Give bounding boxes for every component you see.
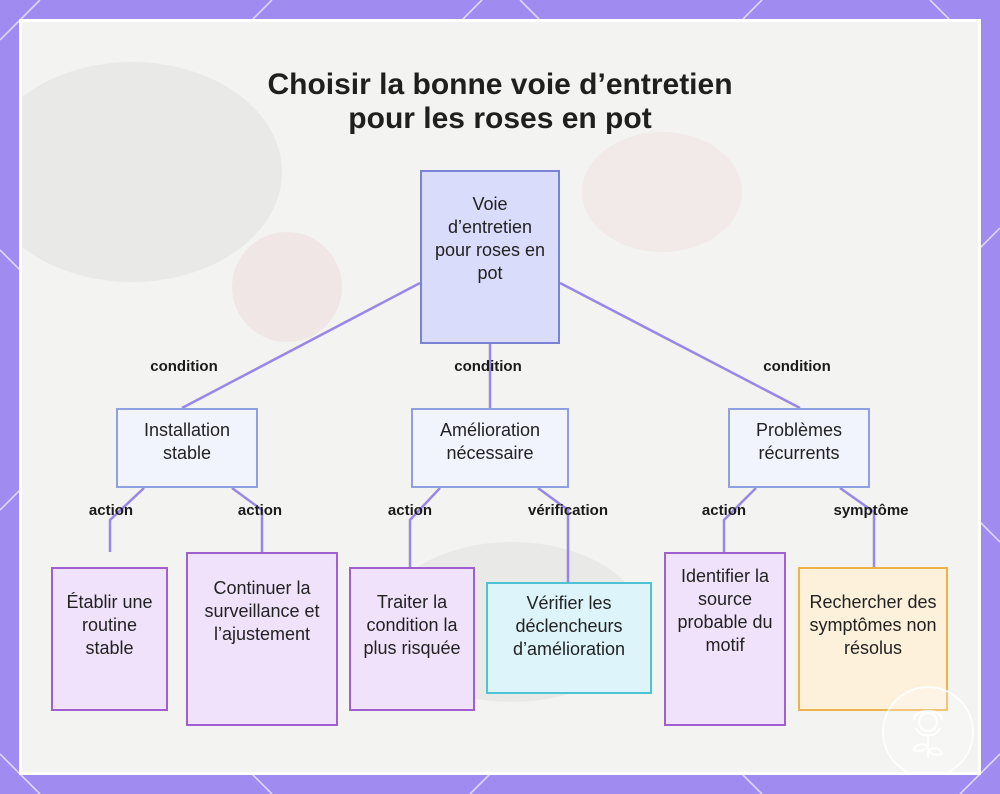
node-rechercher-label: Rechercher des symptômes non résolus	[809, 591, 937, 658]
edge-label-verification: vérification	[527, 502, 609, 519]
background-blur	[22, 62, 282, 282]
diagram-panel: Choisir la bonne voie d’entretien pour l…	[22, 22, 978, 772]
node-root: Voie d’entretien pour roses en pot	[420, 170, 560, 344]
edge-label-action: action	[701, 502, 747, 519]
edge-installation-routine	[108, 487, 145, 552]
edge-label-condition: condition	[454, 358, 522, 375]
node-amelioration-necessaire: Amélioration nécessaire	[411, 408, 569, 488]
node-traiter-condition: Traiter la condition la plus risquée	[349, 567, 475, 711]
edge-label-action: action	[387, 502, 433, 519]
connector-lines	[108, 281, 876, 582]
edge-problemes-identifier	[722, 487, 757, 552]
edge-installation-surveillance	[231, 486, 264, 552]
background-blur	[232, 232, 342, 342]
title-line-1: Choisir la bonne voie d’entretien	[267, 68, 733, 101]
node-verifier-label: Vérifier les déclencheurs d’amélioration	[512, 592, 626, 659]
node-etablir-routine: Établir une routine stable	[51, 567, 168, 711]
rose-logo-icon	[882, 686, 974, 772]
node-identifier-source: Identifier la source probable du motif	[664, 552, 786, 726]
node-amelioration-label: Amélioration nécessaire	[439, 420, 541, 463]
edge-label-symptome: symptôme	[833, 502, 909, 519]
node-problemes-recurrents: Problèmes récurrents	[728, 408, 870, 488]
edge-label-action: action	[88, 502, 134, 519]
node-problemes-label: Problèmes récurrents	[755, 420, 843, 463]
title-line-2: pour les roses en pot	[348, 102, 652, 135]
node-root-label: Voie d’entretien pour roses en pot	[434, 194, 546, 283]
edge-label-condition: condition	[150, 358, 218, 375]
edge-amelioration-verifier	[537, 486, 570, 582]
node-installation-label: Installation stable	[143, 420, 231, 463]
rose-logo-graphic	[912, 710, 944, 758]
edge-root-installation	[181, 281, 421, 410]
node-identifier-label: Identifier la source probable du motif	[677, 566, 773, 655]
node-installation-stable: Installation stable	[116, 408, 258, 488]
edge-amelioration-traiter	[408, 487, 441, 567]
node-routine-label: Établir une routine stable	[66, 591, 153, 658]
diagram-title: Choisir la bonne voie d’entretien pour l…	[22, 68, 978, 136]
node-verifier-declencheurs: Vérifier les déclencheurs d’amélioration	[486, 582, 652, 694]
background-blur	[582, 132, 742, 252]
edge-label-action: action	[237, 502, 283, 519]
edge-root-problemes	[559, 281, 801, 410]
edge-label-condition: condition	[763, 358, 831, 375]
edge-problemes-rechercher	[839, 486, 876, 567]
node-continuer-surveillance: Continuer la surveillance et l’ajustemen…	[186, 552, 338, 726]
node-traiter-label: Traiter la condition la plus risquée	[363, 591, 461, 658]
node-surveillance-label: Continuer la surveillance et l’ajustemen…	[204, 577, 320, 644]
